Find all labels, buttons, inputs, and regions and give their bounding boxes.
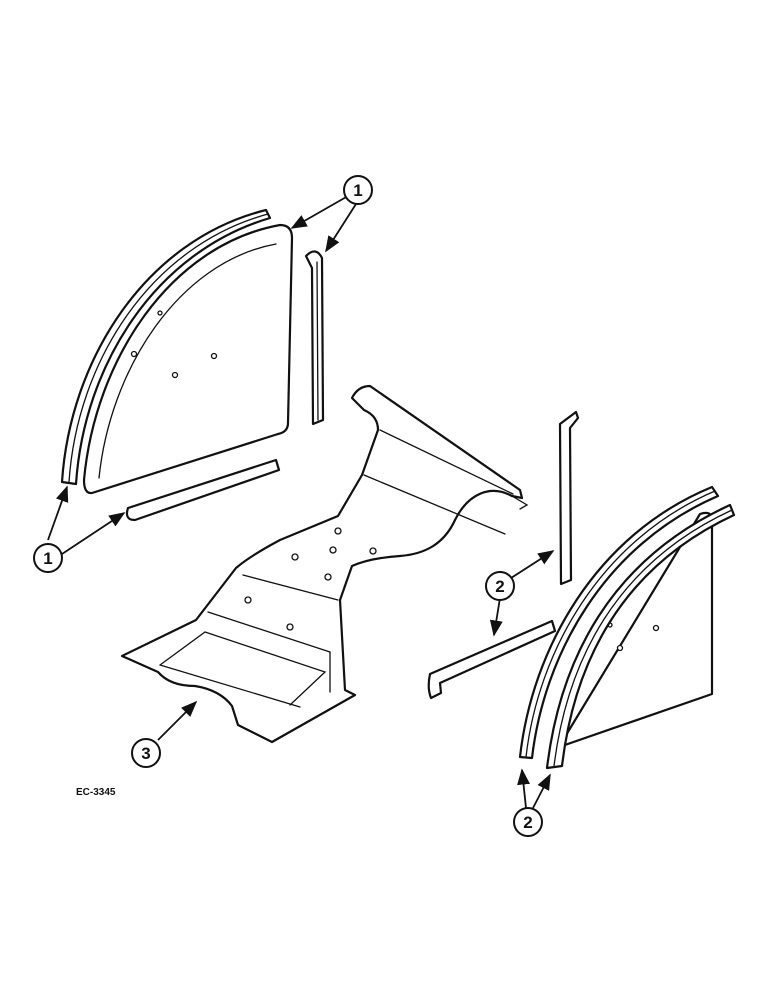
mat-hole — [244, 596, 252, 604]
right-arc-trim-inner — [518, 485, 720, 760]
panel-hole — [616, 644, 624, 652]
mat-hole — [291, 553, 299, 561]
callout-label: 2 — [495, 577, 504, 596]
panel-hole — [210, 352, 218, 360]
left-arc-trim — [60, 208, 272, 486]
panel-hole — [171, 371, 179, 379]
leader-lines — [47, 195, 555, 809]
right-arc-trim-outer — [545, 503, 736, 770]
callout-label: 1 — [353, 181, 362, 200]
panel-hole — [130, 350, 138, 358]
mat-hole — [286, 623, 294, 631]
panel-hole — [157, 310, 163, 316]
left-vertical-trim — [304, 250, 325, 426]
floor-mat — [120, 384, 529, 744]
left-bottom-trim — [125, 458, 281, 522]
callout-2-mid: 2 — [485, 571, 515, 601]
panel-hole — [652, 624, 660, 632]
right-vertical-trim — [558, 410, 580, 586]
left-fender-panel — [82, 223, 294, 495]
callout-1-top: 1 — [343, 175, 373, 205]
mat-hole — [334, 527, 342, 535]
callout-2-bottom: 2 — [513, 807, 543, 837]
callout-3: 3 — [131, 738, 161, 768]
mat-hole — [329, 546, 337, 554]
mat-hole — [369, 547, 377, 555]
right-mid-trim — [427, 619, 557, 700]
mat-hole — [324, 573, 332, 581]
callout-label: 2 — [523, 813, 532, 832]
figure-reference-code: EC-3345 — [76, 787, 116, 798]
callout-label: 1 — [43, 549, 52, 568]
callout-label: 3 — [141, 744, 150, 763]
callout-1-bottom: 1 — [33, 543, 63, 573]
